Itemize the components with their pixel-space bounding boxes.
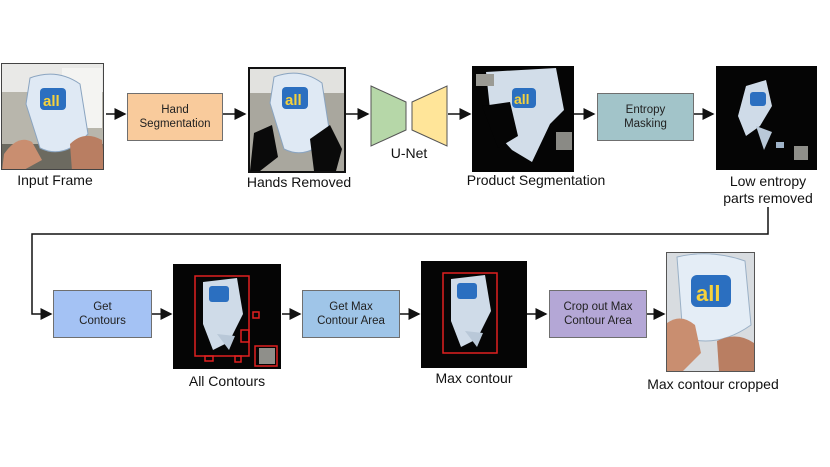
get-contours-box: Get Contours (53, 290, 152, 338)
max-contour-label: Max contour (435, 370, 513, 386)
product-segmentation-label: Product Segmentation (466, 172, 606, 188)
product-seg-brand: all (514, 91, 530, 107)
cropped-drawing: all (667, 253, 754, 371)
cropped-brand: all (696, 281, 720, 306)
contour-box-small-2 (252, 311, 260, 319)
low-entropy-image (716, 66, 817, 170)
hands-removed-label: Hands Removed (246, 174, 352, 190)
all-contours-drawing (173, 264, 281, 369)
low-entropy-drawing (716, 66, 817, 170)
arrow-wrap-connector (31, 207, 769, 320)
input-frame-label: Input Frame (17, 172, 93, 188)
input-frame-brand: all (43, 93, 60, 110)
get-max-contour-area-box: Get Max Contour Area (302, 290, 400, 338)
contour-box-main (194, 275, 250, 357)
all-contours-image (173, 264, 281, 369)
max-contour-box (442, 272, 498, 354)
contour-box-small-4 (204, 355, 214, 362)
max-contour-cropped-image: all (666, 252, 755, 372)
unet-encoder (370, 85, 407, 147)
all-contours-label: All Contours (188, 373, 266, 389)
contour-box-small-3 (234, 355, 242, 363)
hand-segmentation-box: Hand Segmentation (127, 93, 223, 141)
unet-shape (370, 85, 448, 147)
entropy-masking-box: Entropy Masking (597, 93, 694, 141)
hands-removed-drawing: all (250, 69, 344, 171)
input-frame-image: all (1, 63, 104, 170)
max-contour-cropped-label: Max contour cropped (647, 376, 779, 392)
product-seg-drawing: all (472, 66, 574, 172)
input-frame-drawing: all (2, 64, 103, 169)
contour-box-small-1 (240, 329, 250, 343)
unet-decoder (411, 85, 448, 147)
product-segmentation-image: all (472, 66, 574, 172)
unet-block (370, 84, 448, 148)
contour-box-corner (254, 345, 278, 367)
crop-out-max-contour-box: Crop out Max Contour Area (549, 290, 647, 338)
unet-label: U-Net (390, 145, 428, 161)
max-contour-image (421, 261, 527, 368)
hands-removed-image: all (248, 67, 346, 173)
max-contour-drawing (421, 261, 527, 368)
low-entropy-label: Low entropy parts removed (723, 173, 813, 206)
hands-removed-brand: all (285, 92, 302, 109)
